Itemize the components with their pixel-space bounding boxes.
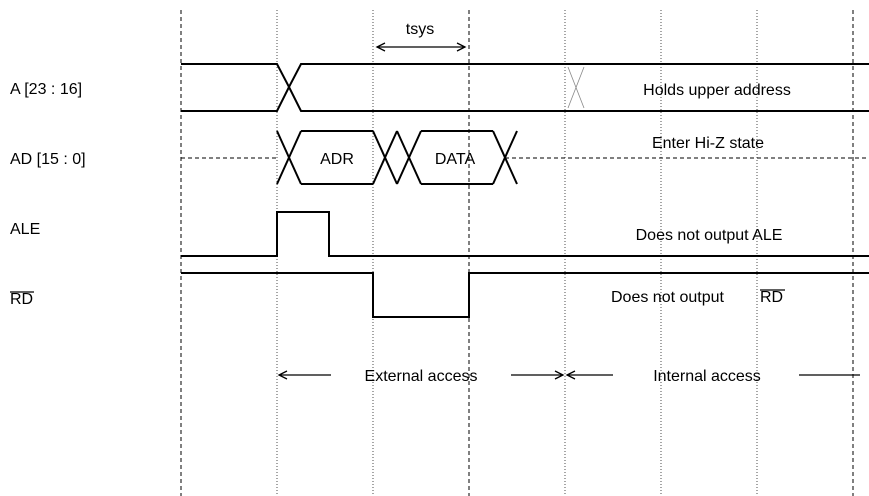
tsys-label: tsys [406,21,434,38]
tsys-marker: tsys [375,21,467,52]
access-phases: External access Internal access [277,368,860,385]
internal-arrow-left-head [565,370,576,380]
note-no-rd-signal: RD [760,289,783,306]
signal-label-rd: RD [10,291,33,308]
external-access-label: External access [365,368,478,385]
waveform-a [181,63,869,112]
ad-cross [372,130,398,185]
notes: Holds upper address Enter Hi-Z state Doe… [611,82,791,306]
waveform-rd [181,272,869,318]
ad-data-label: DATA [435,151,476,168]
ad-adr-label: ADR [320,151,354,168]
faint-transition-a2 [567,66,585,109]
note-no-ale: Does not output ALE [636,227,783,244]
tsys-arrow-right [456,42,467,52]
signal-label-ale: ALE [10,221,40,238]
note-enter-hiz: Enter Hi-Z state [652,135,764,152]
waveform-ale-line [181,211,869,257]
waveform-ale [181,211,869,257]
signal-label-ad: AD [15 : 0] [10,151,86,168]
signal-label-a: A [23 : 16] [10,81,82,98]
internal-access-label: Internal access [653,368,761,385]
external-arrow-left-head [277,370,288,380]
waveform-ad: ADR DATA [181,130,869,185]
ad-cross [396,130,422,185]
tsys-arrow-left [375,42,386,52]
external-arrow-right-head [554,370,565,380]
ad-cross [276,130,302,185]
waveform-rd-line [181,272,869,318]
signal-labels: A [23 : 16] AD [15 : 0] ALE RD [10,81,86,308]
note-no-rd-prefix: Does not output [611,289,725,306]
note-holds-upper-address: Holds upper address [643,82,791,99]
waveform-a-low [181,84,869,112]
grid-lines [276,10,758,496]
